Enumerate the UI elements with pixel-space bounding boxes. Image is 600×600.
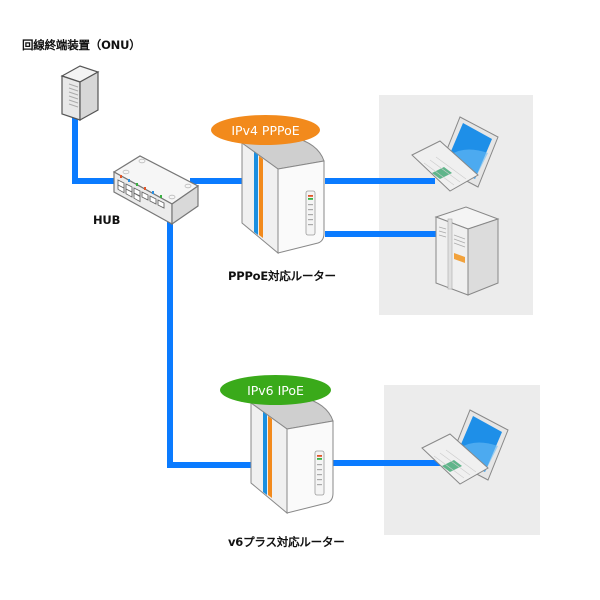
desktop-tower-icon — [434, 206, 500, 296]
cable-hub-vertical — [167, 222, 173, 468]
cable-hub-to-router-pppoe — [190, 178, 242, 184]
laptop-icon — [411, 116, 499, 192]
cable-onu-to-hub — [72, 178, 122, 184]
router-pppoe-label: PPPoE対応ルーター — [228, 269, 336, 283]
cable-hub-to-router-v6 — [167, 462, 253, 468]
ipv4-pppoe-badge: IPv4 PPPoE — [211, 115, 320, 145]
laptop-icon-v6 — [421, 409, 509, 485]
cable-router-to-laptop-2 — [330, 460, 442, 466]
router-v6-icon — [249, 396, 334, 515]
onu-device-icon — [60, 65, 100, 122]
router-v6-label: v6プラス対応ルーター — [228, 535, 345, 549]
router-pppoe-icon — [240, 136, 325, 255]
cable-router-to-laptop-1 — [325, 178, 435, 184]
cable-onu-vertical — [72, 118, 78, 184]
onu-label: 回線終端装置（ONU） — [22, 38, 141, 52]
cable-router-to-desktop — [325, 231, 437, 237]
ipv6-ipoe-badge: IPv6 IPoE — [220, 375, 331, 405]
hub-label: HUB — [93, 213, 121, 227]
network-hub-icon — [112, 155, 200, 226]
